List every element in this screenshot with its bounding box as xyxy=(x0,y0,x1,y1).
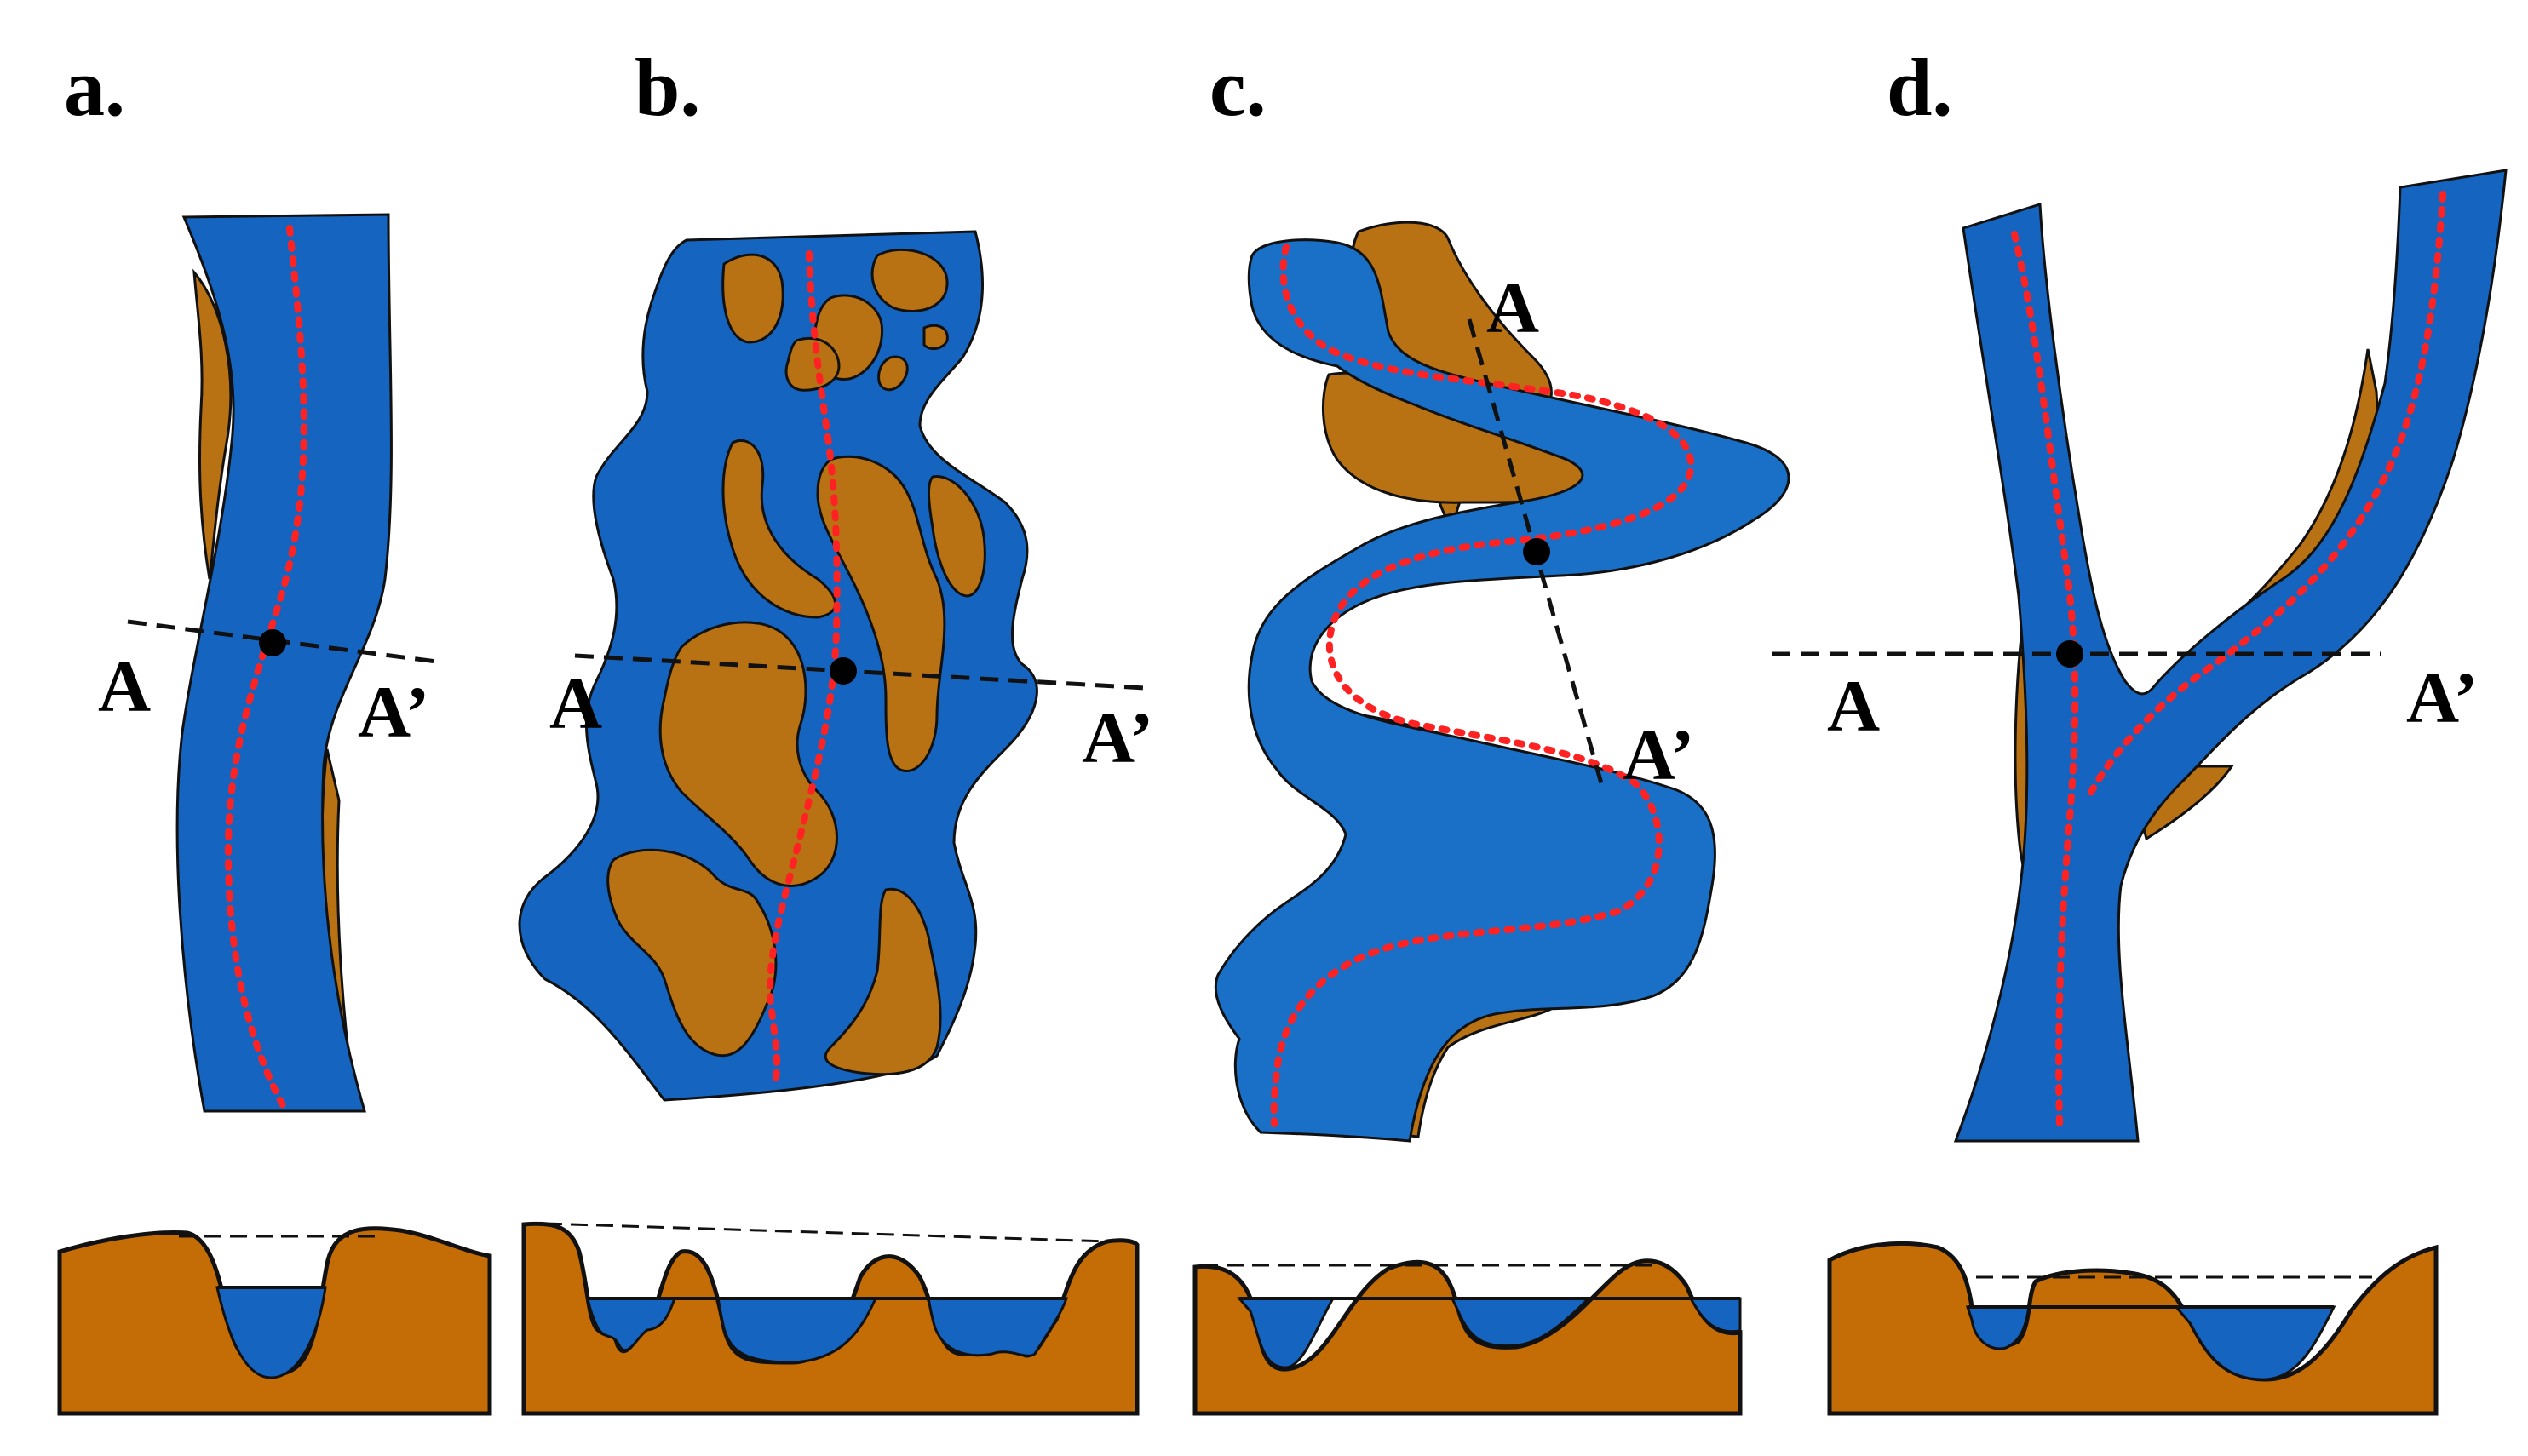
section-label-start-d: A xyxy=(1827,665,1880,747)
braid-bar-2 xyxy=(870,248,949,312)
profile-water-c-3 xyxy=(1688,1297,1742,1333)
thalweg-a xyxy=(224,225,307,1109)
cross-section-profile-a xyxy=(57,1226,492,1416)
panel-d: d. A A’ xyxy=(1772,42,2508,1143)
panel-b: b. A A’ xyxy=(518,42,1153,1102)
section-label-start-b: A xyxy=(549,662,602,744)
profile-bank-d xyxy=(1827,1241,2439,1416)
channel-water-c xyxy=(1214,238,1790,1143)
braid-bar-9 xyxy=(928,475,986,598)
braid-bar-11 xyxy=(606,848,778,1058)
channel-water-a xyxy=(175,213,393,1113)
panel-c: c. A A’ xyxy=(1209,42,1790,1143)
panel-a: a. A A’ xyxy=(64,42,444,1113)
braid-bar-5 xyxy=(922,324,949,351)
thalweg-d-left xyxy=(2011,231,2079,1127)
profile-bank-a xyxy=(57,1226,492,1416)
section-label-start-a: A xyxy=(98,645,151,727)
braid-bar-10 xyxy=(658,621,838,887)
cross-section-line-b xyxy=(574,653,1146,691)
cross-section-profile-b xyxy=(521,1221,1140,1416)
profile-water-c-1 xyxy=(1236,1297,1336,1369)
profile-water-b-3 xyxy=(927,1297,1069,1357)
panel-label-c: c. xyxy=(1209,42,1267,133)
thalweg-d-right xyxy=(2083,191,2446,804)
section-intersection-b xyxy=(830,657,857,685)
thalweg-b xyxy=(767,250,841,1085)
section-label-end-d: A’ xyxy=(2406,656,2478,738)
braid-bar-6 xyxy=(877,355,909,392)
section-label-start-c: A xyxy=(1486,267,1539,348)
section-label-end-c: A’ xyxy=(1623,714,1694,795)
profile-water-d-2 xyxy=(2173,1305,2336,1381)
braid-bar-1 xyxy=(721,253,784,344)
profile-water-c-2 xyxy=(1450,1297,1592,1348)
cross-section-profile-c xyxy=(1192,1258,1743,1416)
bankfull-line-b xyxy=(544,1222,1108,1243)
panel-label-b: b. xyxy=(635,42,700,133)
panel-label-a: a. xyxy=(64,42,125,133)
braid-bar-8 xyxy=(816,455,946,772)
thalweg-c xyxy=(1270,244,1695,1127)
channel-water-d xyxy=(1953,169,2508,1143)
braid-bar-4 xyxy=(784,336,841,392)
section-label-end-a: A’ xyxy=(358,671,429,753)
braid-bar-12 xyxy=(824,887,942,1076)
profile-water-d-1 xyxy=(1965,1305,2031,1350)
section-intersection-a xyxy=(259,629,286,656)
profile-water-b-2 xyxy=(716,1297,878,1364)
profile-water-b-1 xyxy=(586,1297,677,1351)
panel-label-d: d. xyxy=(1887,42,1952,133)
section-label-end-b: A’ xyxy=(1082,696,1153,778)
profile-water-a-fill xyxy=(215,1286,327,1379)
cross-section-profile-d xyxy=(1827,1241,2439,1416)
section-intersection-d xyxy=(2056,640,2083,668)
section-intersection-c xyxy=(1523,538,1550,565)
